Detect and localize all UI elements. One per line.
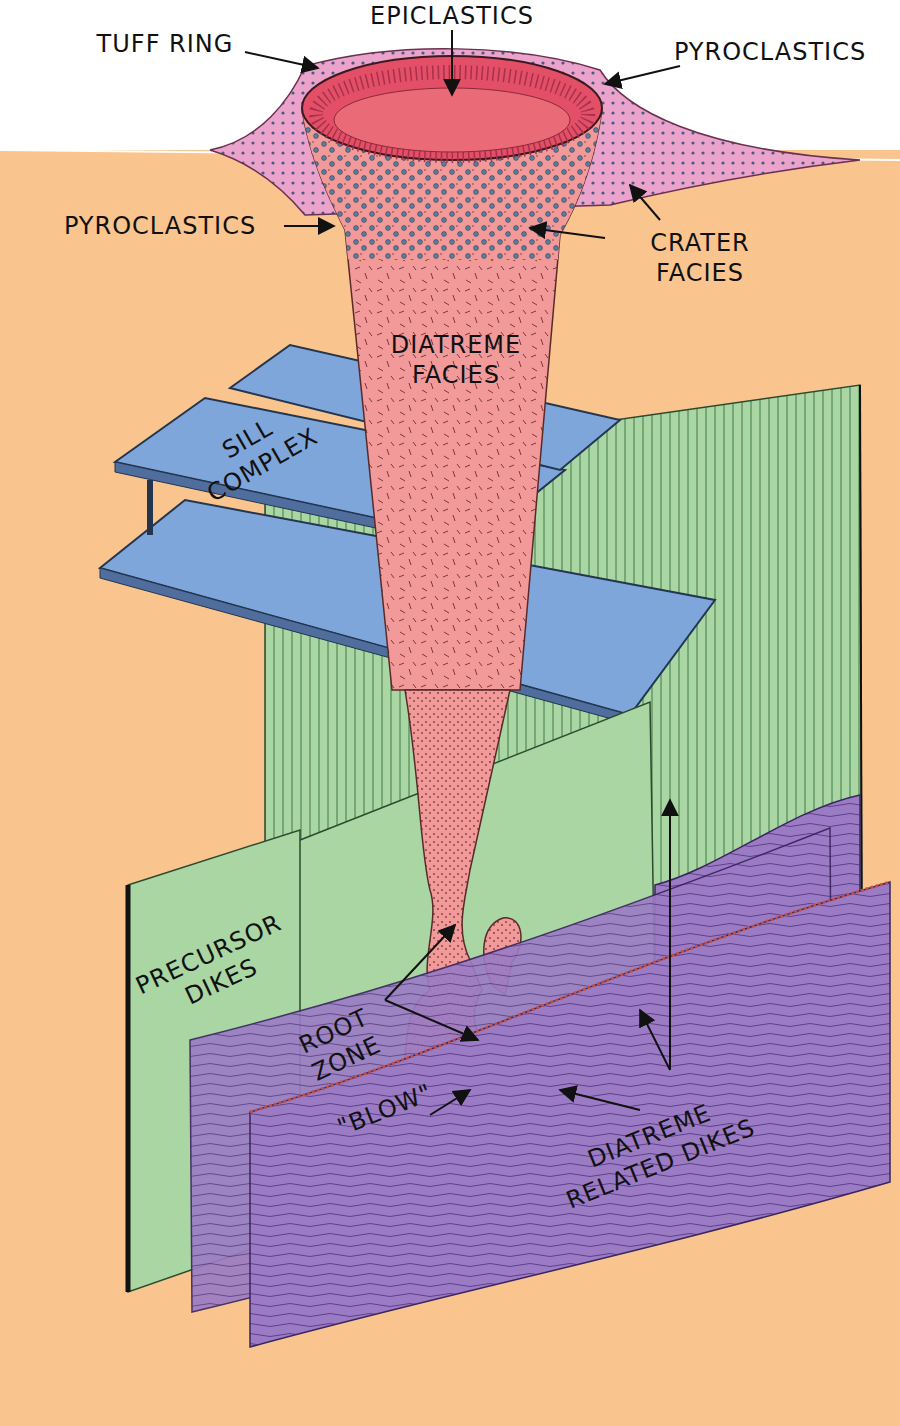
part-label: SILL COMPLEX [175,389,335,516]
leader-lines [245,30,680,1115]
leader-arrow [451,30,453,95]
leader-arrow [385,925,455,1000]
country-rock [0,150,900,1426]
part-label: DIATREME RELATED DIKES [530,1076,780,1223]
leader-arrow [640,1010,670,1070]
part-label: EPICLASTICS [370,1,534,31]
leader-arrow [284,225,334,227]
dike-edge [126,885,131,1292]
leader-arrow [245,52,318,68]
leader-arrow [630,185,660,220]
dike-margin [250,882,890,1112]
part-label: ROOT ZONE [282,997,398,1094]
diatreme-dike-sheet [250,882,890,1347]
crater-floor [334,88,570,152]
leader-arrow [385,1000,478,1040]
part-label: PRECURSOR DIKES [121,903,309,1033]
sill-feeder [147,480,153,535]
part-label: PYROCLASTICS [64,211,256,241]
part-label: CRATER FACIES [625,228,775,288]
sill-edge [100,568,630,724]
leader-arrow [669,800,671,1070]
leader-arrow [605,66,680,84]
leader-arrow [530,228,605,238]
part-label: DIATREME FACIES [371,330,541,390]
part-label: PYROCLASTICS [674,37,866,67]
leader-arrow [560,1090,640,1110]
part-label: "BLOW" [333,1077,437,1142]
part-label: TUFF RING [97,29,234,59]
